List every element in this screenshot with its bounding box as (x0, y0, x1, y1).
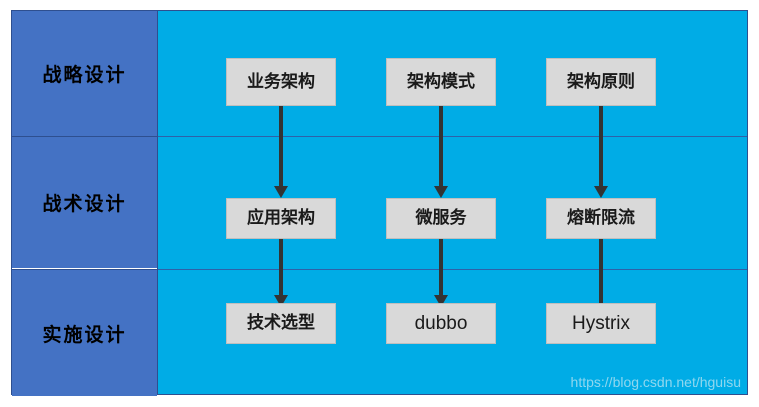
row-divider-strategic-tactical (158, 136, 747, 137)
arrow-application-to-technology (266, 239, 296, 307)
node-label-dubbo: dubbo (414, 313, 468, 334)
phase-cell-tactical: 战术设计 (12, 136, 157, 269)
row-divider-tactical-implementation (158, 269, 747, 270)
phase-label-strategic: 战略设计 (42, 64, 127, 86)
node-label-circuit-breaker: 熔断限流 (567, 208, 635, 228)
node-label-technology-selection: 技术选型 (247, 313, 315, 333)
phase-label-tactical: 战术设计 (42, 193, 127, 215)
node-architecture-pattern[interactable]: 架构模式 (386, 58, 496, 106)
phase-column: 战略设计 战术设计 实施设计 (12, 11, 158, 396)
node-label-microservice: 微服务 (415, 208, 467, 228)
phase-cell-strategic: 战略设计 (12, 11, 157, 136)
node-technology-selection[interactable]: 技术选型 (226, 303, 336, 344)
node-label-architecture-pattern: 架构模式 (407, 71, 475, 92)
phase-cell-implementation: 实施设计 (12, 269, 157, 396)
phase-label-implementation: 实施设计 (42, 323, 127, 346)
node-dubbo[interactable]: dubbo (386, 303, 496, 344)
arrow-business-to-application (266, 106, 296, 198)
node-circuit-breaker[interactable]: 熔断限流 (546, 198, 656, 239)
arrow-microservice-to-dubbo (426, 239, 456, 307)
arrow-principle-to-breaker (586, 106, 616, 198)
node-application-architecture[interactable]: 应用架构 (226, 198, 336, 239)
diagram-canvas: 业务架构 架构模式 架构原则 应用架构 微服务 熔断限流 技术选型 dubbo … (158, 11, 747, 394)
node-business-architecture[interactable]: 业务架构 (226, 58, 336, 106)
node-microservice[interactable]: 微服务 (386, 198, 496, 239)
watermark-url: https://blog.csdn.net/hguisu (570, 374, 741, 390)
node-label-architecture-principle: 架构原则 (567, 71, 635, 92)
node-hystrix[interactable]: Hystrix (546, 303, 656, 344)
node-label-business-architecture: 业务架构 (247, 71, 315, 92)
node-architecture-principle[interactable]: 架构原则 (546, 58, 656, 106)
node-label-hystrix: Hystrix (571, 313, 631, 334)
arrow-pattern-to-microservice (426, 106, 456, 198)
architecture-layers-diagram: 战略设计 战术设计 实施设计 (11, 10, 748, 396)
node-label-application-architecture: 应用架构 (247, 208, 315, 228)
